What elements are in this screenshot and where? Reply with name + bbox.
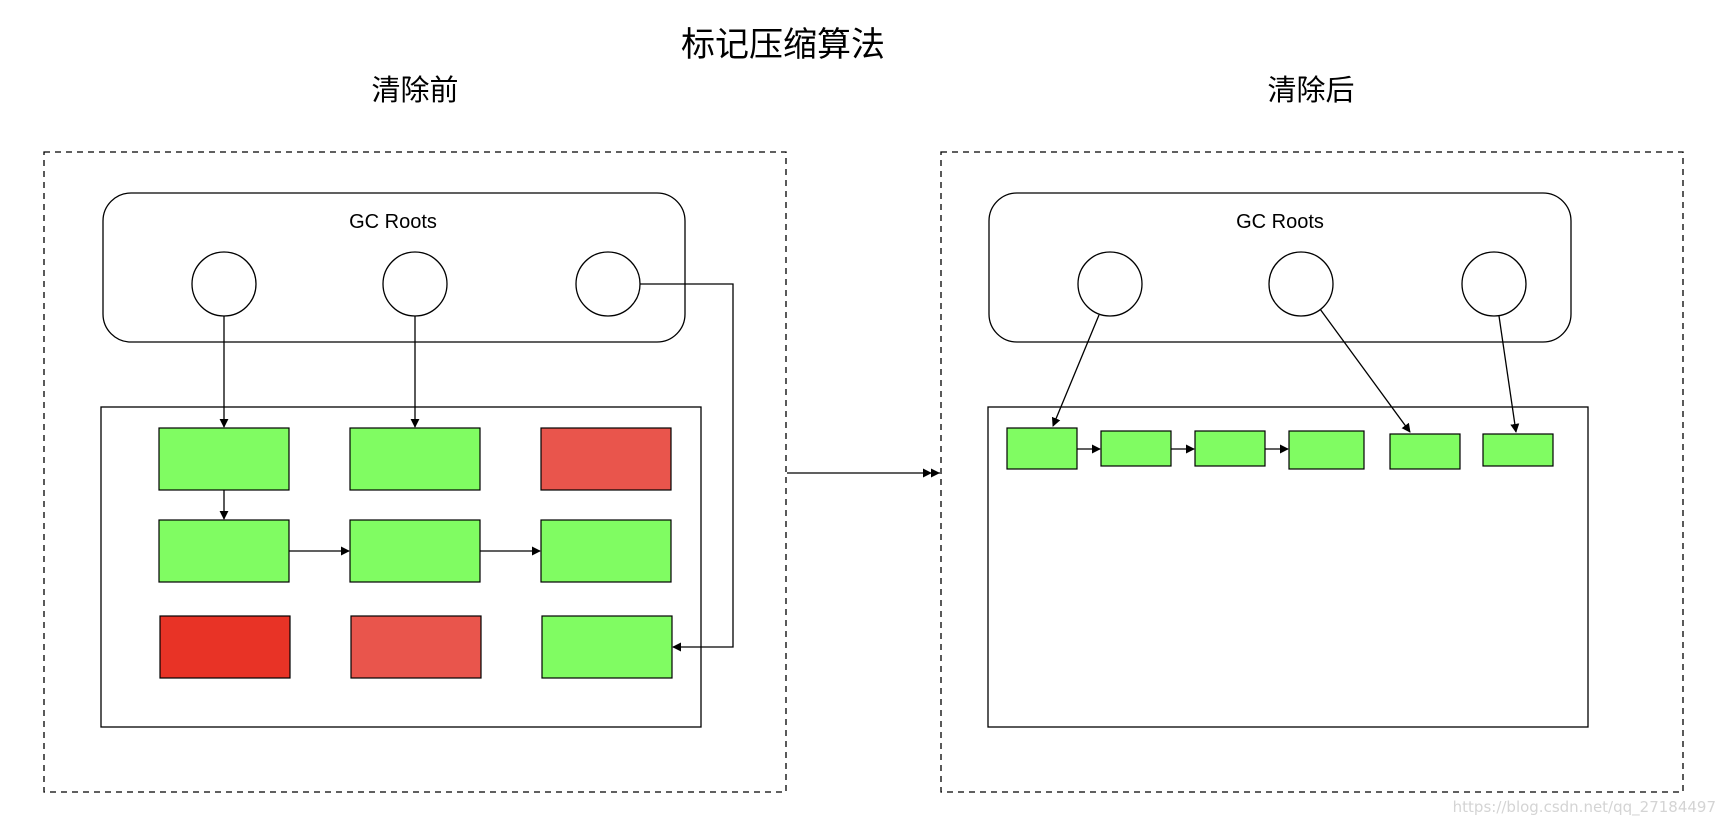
- after-root-node-2: [1268, 251, 1334, 317]
- after-dashed-frame: [940, 151, 1684, 793]
- after-panel: GC Roots: [940, 151, 1684, 793]
- before-live-object: [158, 519, 290, 583]
- after-root-node-1: [1077, 251, 1143, 317]
- before-live-object: [540, 519, 672, 583]
- after-gc-roots-box: [988, 192, 1572, 343]
- before-gc-roots-label: GC Roots: [349, 211, 437, 233]
- before-live-object: [158, 427, 290, 491]
- watermark: https://blog.csdn.net/qq_27184497: [1453, 798, 1716, 817]
- before-root-node-2: [382, 251, 448, 317]
- after-reference-arrow: [1051, 314, 1100, 427]
- after-live-object: [1389, 433, 1461, 470]
- before-dashed-frame: [43, 151, 787, 793]
- after-live-object: [1100, 430, 1172, 467]
- before-dead-object: [350, 615, 482, 679]
- after-live-object: [1006, 427, 1078, 470]
- before-reference-arrow: [640, 283, 734, 652]
- after-heading: 清除后: [1267, 73, 1354, 107]
- before-live-object: [349, 427, 481, 491]
- after-heap-box: [987, 406, 1589, 728]
- before-dead-object: [159, 615, 291, 679]
- after-reference-arrow: [1498, 315, 1520, 433]
- before-gc-roots-box: [102, 192, 686, 343]
- after-live-object: [1194, 430, 1266, 467]
- before-heap-box: [100, 406, 702, 728]
- after-live-object: [1482, 433, 1554, 467]
- before-root-node-3: [575, 251, 641, 317]
- after-live-object: [1288, 430, 1365, 470]
- before-live-object: [349, 519, 481, 583]
- after-gc-roots-label: GC Roots: [1236, 211, 1324, 233]
- before-panel: GC Roots: [43, 151, 787, 793]
- before-live-object: [541, 615, 673, 679]
- before-dead-object: [540, 427, 672, 491]
- before-heading: 清除前: [371, 73, 458, 107]
- after-root-node-3: [1461, 251, 1527, 317]
- before-root-node-1: [191, 251, 257, 317]
- after-reference-arrow: [1319, 308, 1411, 433]
- diagram-title: 标记压缩算法: [681, 25, 885, 65]
